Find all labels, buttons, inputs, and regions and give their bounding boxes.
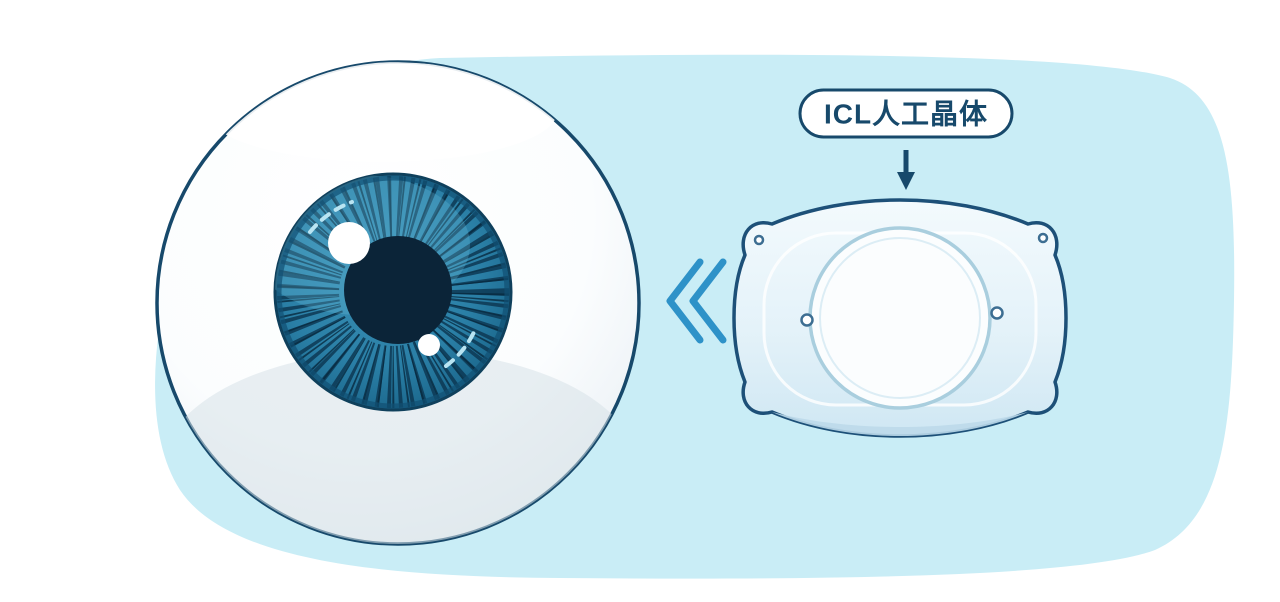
lens-hole-corner-left [753, 234, 765, 246]
lens-label: ICL人工晶体 [824, 99, 988, 130]
lens-bottom-shade [772, 412, 1028, 436]
iris-spokes-fine [277, 176, 509, 408]
dashed-accent-bottom [444, 330, 476, 368]
iris [273, 172, 513, 412]
iris-inner-ring [276, 175, 510, 409]
dashed-accent-top [308, 200, 354, 234]
down-arrow-icon [897, 150, 915, 190]
eye-highlight-large [328, 222, 370, 264]
sclera-top-highlight [207, 62, 557, 162]
lens-label-group: ICL人工晶体 [798, 88, 1014, 190]
iris-spokes [277, 176, 509, 408]
lens-label-pill [798, 88, 1014, 139]
double-chevron-left-icon [666, 258, 727, 344]
lens-optic [808, 226, 992, 410]
lens-optic-inner-ring [819, 237, 981, 399]
lens-hole-left [800, 313, 814, 327]
icl-lens-illustration [732, 198, 1068, 438]
eye-highlight-small [418, 334, 440, 356]
lens-hole-right [990, 306, 1004, 320]
lens-hole-corner-right [1037, 232, 1049, 244]
pupil [344, 236, 452, 344]
